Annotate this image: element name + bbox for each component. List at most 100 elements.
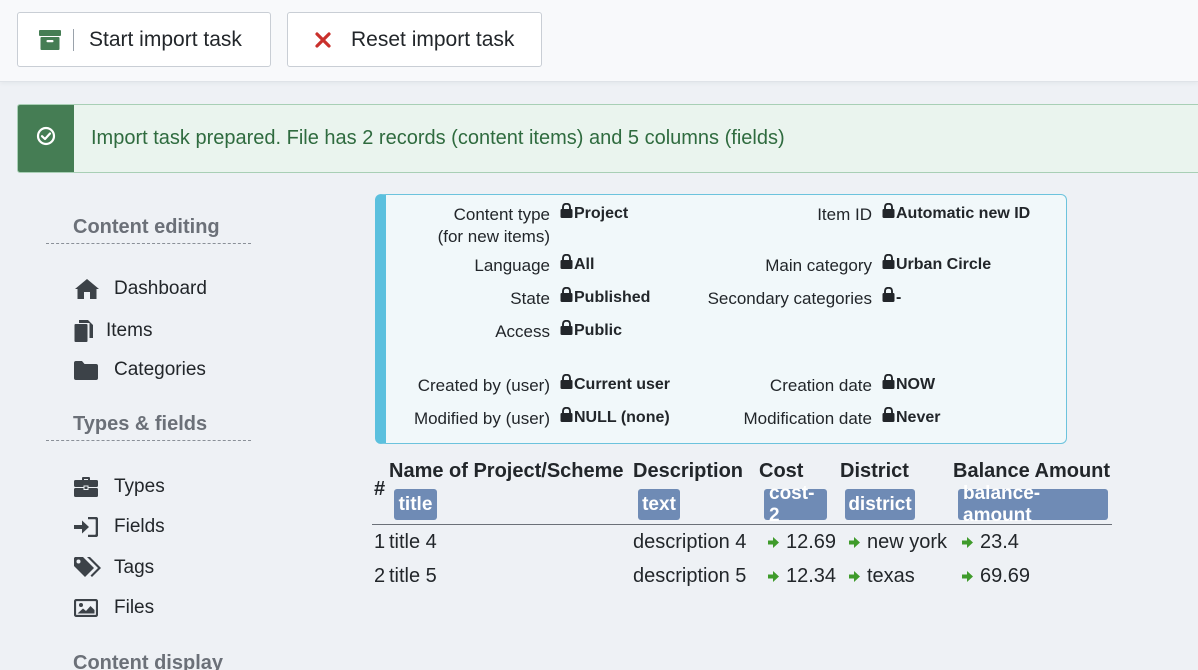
sidebar-item-label: Fields (114, 516, 165, 537)
lock-icon (560, 373, 573, 396)
table-header-description: Description (633, 460, 744, 482)
cell-balance: 23.4 (962, 531, 1019, 554)
language-text: All (574, 256, 595, 273)
lock-icon (560, 202, 573, 225)
sidebar-item-categories[interactable]: Categories (74, 359, 206, 381)
modification-date-label: Modification date (743, 409, 872, 428)
sidebar-item-items[interactable]: Items (74, 319, 152, 343)
sidebar-item-types[interactable]: Types (74, 476, 165, 498)
row-number: 2 (374, 565, 386, 587)
sidebar-item-label: Tags (114, 557, 155, 578)
tags-icon (74, 557, 114, 579)
check-circle-icon (36, 126, 56, 151)
table-header-district: District (840, 460, 909, 482)
home-icon (74, 278, 114, 300)
table-header-name: Name of Project/Scheme (389, 460, 624, 482)
content-type-sublabel: (for new items) (437, 227, 550, 246)
cell-title: title 4 (389, 531, 437, 553)
state-text: Published (574, 289, 651, 306)
copy-icon (74, 319, 106, 343)
main-category-text: Urban Circle (896, 256, 992, 273)
sidebar-item-fields[interactable]: Fields (74, 516, 165, 538)
sidebar-item-label: Dashboard (114, 278, 207, 299)
created-by-value: Current user (560, 373, 670, 396)
alert-message: Import task prepared. File has 2 records… (91, 127, 785, 149)
arrow-right-icon (768, 565, 779, 588)
cost-value: 12.34 (786, 565, 837, 587)
secondary-categories-label: Secondary categories (707, 289, 872, 308)
toolbar-separator (73, 28, 74, 51)
district-value: texas (867, 565, 915, 587)
content-type-value: Project (560, 202, 628, 225)
sidebar-item-dashboard[interactable]: Dashboard (74, 278, 207, 300)
field-badge-balance: balance-amount (958, 483, 1108, 526)
lock-icon (560, 286, 573, 309)
item-id-value: Automatic new ID (882, 202, 1031, 225)
archive-icon (39, 29, 61, 50)
balance-value: 69.69 (980, 565, 1031, 587)
row-number: 1 (374, 531, 386, 553)
arrow-right-icon (768, 531, 779, 554)
arrow-right-icon (962, 531, 973, 554)
sidebar-item-files[interactable]: Files (74, 597, 154, 619)
arrow-right-icon (962, 565, 973, 588)
sidebar-item-label: Types (114, 476, 165, 497)
start-import-button[interactable]: Start import task (17, 12, 271, 67)
secondary-categories-text: - (896, 289, 902, 306)
cell-cost: 12.69 (768, 531, 836, 554)
access-value: Public (560, 319, 623, 342)
field-badge-text: text (638, 489, 680, 520)
modified-by-label: Modified by (user) (413, 409, 550, 428)
toolbar: Start import task Reset import task (0, 0, 1198, 82)
lock-icon (560, 319, 573, 342)
content-type-label: Content type (453, 205, 550, 224)
cell-district: new york (849, 531, 947, 554)
sidebar-item-label: Files (114, 597, 155, 618)
district-value: new york (867, 531, 948, 553)
modification-date-text: Never (896, 409, 941, 426)
lock-icon (882, 406, 895, 429)
image-icon (74, 599, 114, 617)
creation-date-text: NOW (896, 376, 936, 393)
creation-date-label: Creation date (769, 376, 872, 395)
reset-import-button[interactable]: Reset import task (287, 12, 542, 67)
folder-icon (74, 360, 114, 380)
table-header-cost: Cost (759, 460, 804, 482)
sidebar-item-label: Items (106, 320, 153, 341)
modified-by-value: NULL (none) (560, 406, 670, 429)
field-badge-district: district (845, 489, 915, 520)
lock-icon (882, 253, 895, 276)
balance-value: 23.4 (980, 531, 1019, 553)
alert-icon-panel (18, 105, 74, 172)
cell-balance: 69.69 (962, 565, 1030, 588)
lock-icon (882, 373, 895, 396)
arrow-right-icon (849, 531, 860, 554)
created-by-label: Created by (user) (417, 376, 550, 395)
sidebar-heading-types-fields: Types & fields (46, 413, 251, 441)
import-settings-panel: Content type (for new items) Language St… (375, 194, 1067, 444)
state-label: State (510, 289, 550, 308)
item-id-label: Item ID (817, 205, 872, 224)
field-badge-title: title (394, 489, 437, 520)
modified-by-text: NULL (none) (574, 409, 670, 426)
cell-description: description 4 (633, 531, 747, 553)
table-header-divider (372, 524, 1112, 525)
sidebar-heading-content-editing: Content editing (46, 216, 251, 244)
table-header-hash: # (374, 478, 386, 500)
secondary-categories-value: - (882, 286, 902, 309)
creation-date-value: NOW (882, 373, 936, 396)
access-text: Public (574, 322, 623, 339)
modification-date-value: Never (882, 406, 941, 429)
cost-value: 12.69 (786, 531, 837, 553)
lock-icon (882, 286, 895, 309)
lock-icon (560, 406, 573, 429)
cell-title: title 5 (389, 565, 437, 587)
reset-import-label: Reset import task (351, 27, 515, 51)
sidebar-item-tags[interactable]: Tags (74, 557, 154, 579)
cell-description: description 5 (633, 565, 747, 587)
lock-icon (560, 253, 573, 276)
item-id-text: Automatic new ID (896, 205, 1031, 222)
sign-in-icon (74, 517, 114, 537)
arrow-right-icon (849, 565, 860, 588)
start-import-label: Start import task (89, 27, 242, 51)
